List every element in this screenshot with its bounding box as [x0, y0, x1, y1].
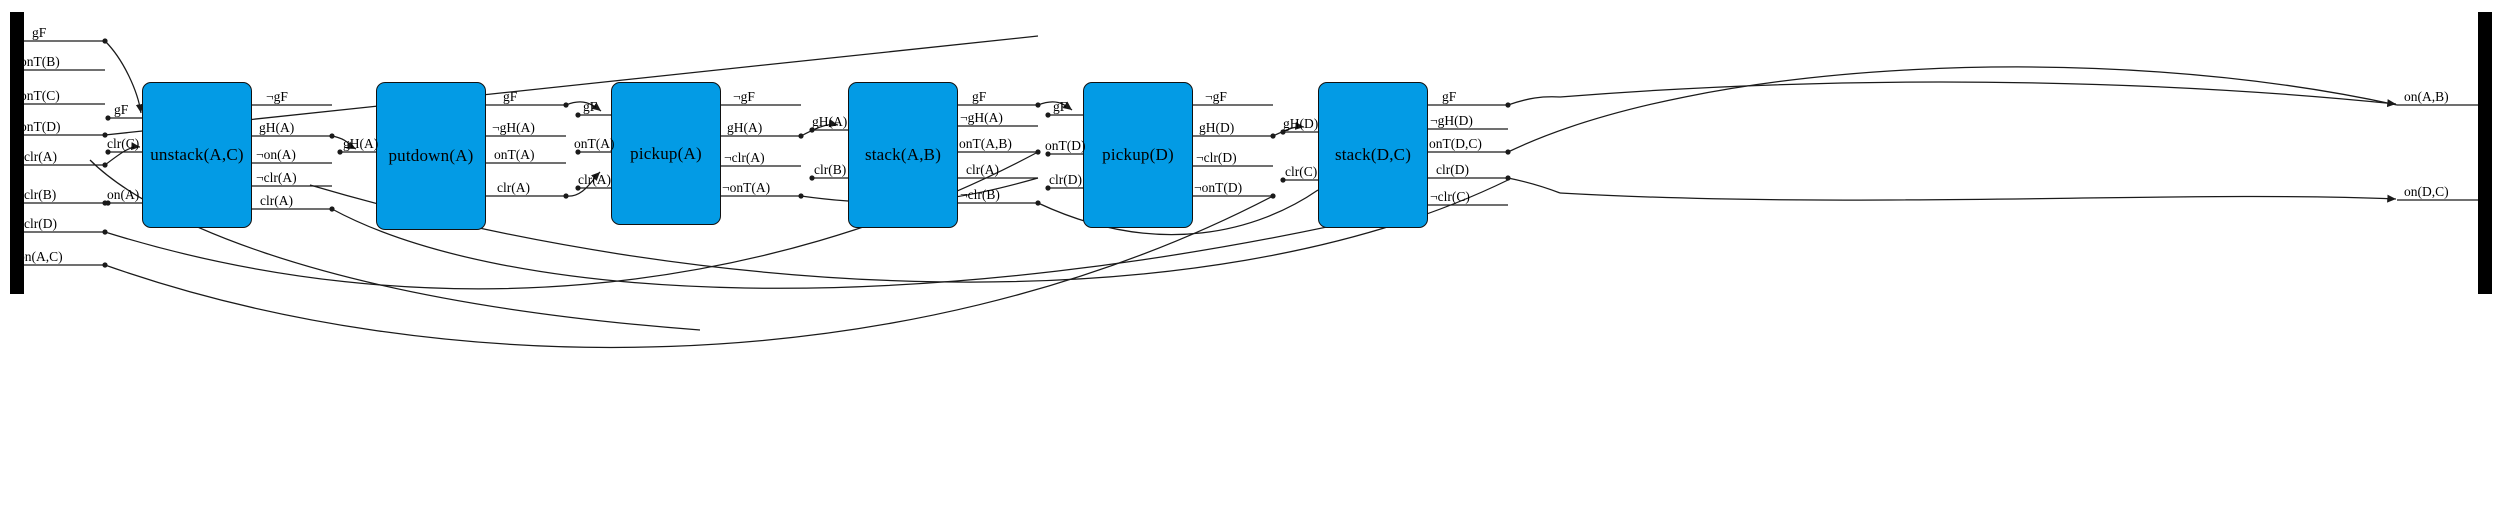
action-label: stack(A,B)	[864, 145, 942, 164]
stack-ab-in-gHA: gH(A)	[812, 114, 848, 129]
action-label: pickup(D)	[1102, 145, 1174, 164]
goal-prop-onAB: on(A,B)	[2404, 89, 2449, 104]
initial-prop-onTB: onT(B)	[20, 54, 60, 69]
pickup-d-in-clrD: clr(D)	[1049, 172, 1082, 187]
action-label: pickup(A)	[630, 143, 702, 163]
action-pickup-d[interactable]: pickup(D)	[1083, 82, 1193, 228]
stack-ab-out-clrA: clr(A)	[966, 162, 999, 177]
unstack-out-notonA: ¬on(A)	[256, 147, 296, 162]
goal-prop-onDC: on(D,C)	[2404, 184, 2449, 199]
initial-prop-clrD: clr(D)	[24, 216, 57, 231]
goal-state-bar	[2478, 12, 2492, 294]
action-label: unstack(A,C)	[150, 145, 244, 164]
stack-ab-in-clrB: clr(B)	[814, 162, 847, 177]
pickup-d-out-gHD: gH(D)	[1199, 120, 1235, 135]
pickup-a-out-gHA: gH(A)	[727, 120, 763, 135]
initial-prop-clrA: clr(A)	[24, 149, 57, 164]
stack-ab-out-notclrB: ¬clr(B)	[960, 187, 1000, 202]
action-stack-d-c[interactable]: stack(D,C)	[1318, 82, 1428, 228]
action-label: stack(D,C)	[1334, 145, 1412, 164]
stack-ab-out-onTAB: onT(A,B)	[959, 136, 1012, 151]
pickup-d-out-notonTD: ¬onT(D)	[1194, 180, 1243, 195]
pickup-d-out-notgF: ¬gF	[1205, 89, 1227, 104]
unstack-out-notgF: ¬gF	[266, 89, 288, 104]
pickup-a-in-clrA: clr(A)	[578, 172, 611, 187]
pickup-d-out-notclrD: ¬clr(D)	[1196, 150, 1237, 165]
unstack-out-gHA: gH(A)	[259, 120, 295, 135]
stack-dc-out-onTDC: onT(D,C)	[1429, 136, 1482, 151]
pickup-a-in-onTA: onT(A)	[574, 136, 615, 151]
unstack-in-clrC: clr(C)	[107, 136, 140, 151]
stack-dc-out-gF: gF	[1442, 89, 1457, 104]
action-pickup-a[interactable]: pickup(A)	[611, 82, 721, 225]
initial-prop-clrB: clr(B)	[24, 187, 57, 202]
stack-dc-in-clrC: clr(C)	[1285, 164, 1318, 179]
pickup-a-out-notonTA: ¬onT(A)	[722, 180, 771, 195]
unstack-out-clrA: clr(A)	[260, 193, 293, 208]
putdown-out-gF: gF	[503, 89, 518, 104]
pickup-d-in-onTD: onT(D)	[1045, 138, 1086, 153]
initial-state-bar	[10, 12, 24, 294]
putdown-out-onTA: onT(A)	[494, 147, 535, 162]
action-unstack-a-c[interactable]: unstack(A,C)	[142, 82, 252, 228]
stack-dc-out-notclrC: ¬clr(C)	[1430, 189, 1470, 204]
pickup-a-in-gF: gF	[583, 99, 598, 114]
action-putdown-a[interactable]: putdown(A)	[376, 82, 486, 230]
pickup-a-out-notgF: ¬gF	[733, 89, 755, 104]
stack-dc-out-clrD: clr(D)	[1436, 162, 1469, 177]
pickup-d-in-gF: gF	[1053, 99, 1068, 114]
action-label: putdown(A)	[388, 146, 474, 165]
pickup-a-out-notclrA: ¬clr(A)	[724, 150, 765, 165]
putdown-out-clrA: clr(A)	[497, 180, 530, 195]
initial-prop-onTD: onT(D)	[20, 119, 61, 134]
stack-ab-out-gF: gF	[972, 89, 987, 104]
putdown-out-notgHA: ¬gH(A)	[492, 120, 535, 135]
putdown-in-gHA: gH(A)	[343, 136, 379, 151]
unstack-in-onA: on(A)	[107, 187, 140, 202]
stack-dc-in-gHD: gH(D)	[1283, 116, 1319, 131]
initial-prop-onAC: on(A,C)	[18, 249, 63, 264]
action-stack-a-b[interactable]: stack(A,B)	[848, 82, 958, 228]
stack-dc-out-notgHD: ¬gH(D)	[1430, 113, 1473, 128]
initial-prop-gF: gF	[32, 25, 47, 40]
unstack-in-gF: gF	[114, 102, 129, 117]
stack-ab-out-notgHA: ¬gH(A)	[960, 110, 1003, 125]
unstack-out-notclrA: ¬clr(A)	[256, 170, 297, 185]
initial-prop-onTC: onT(C)	[20, 88, 60, 103]
